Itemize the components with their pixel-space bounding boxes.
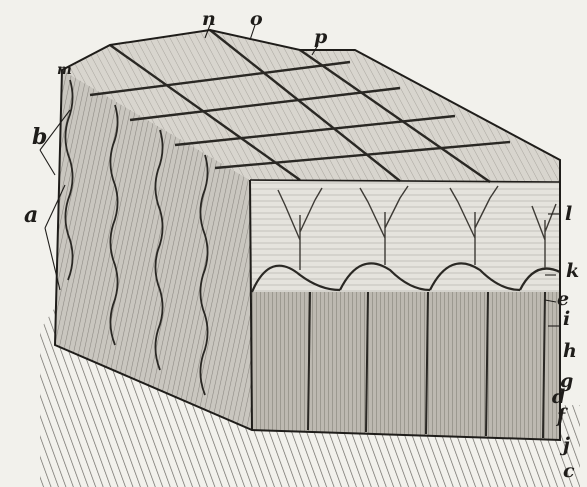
label-h: h [563,342,577,361]
label-e: e [557,290,569,309]
label-a: a [24,204,38,226]
label-j: j [563,436,570,455]
label-p: p [314,28,327,47]
label-c: c [563,462,575,481]
label-k: k [566,262,579,281]
label-n: n [202,10,216,29]
label-i: i [563,310,570,329]
label-o: o [250,10,263,29]
label-f: f [557,407,565,426]
label-l: l [565,205,572,224]
label-b: b [32,126,47,148]
label-m: m [57,63,72,77]
